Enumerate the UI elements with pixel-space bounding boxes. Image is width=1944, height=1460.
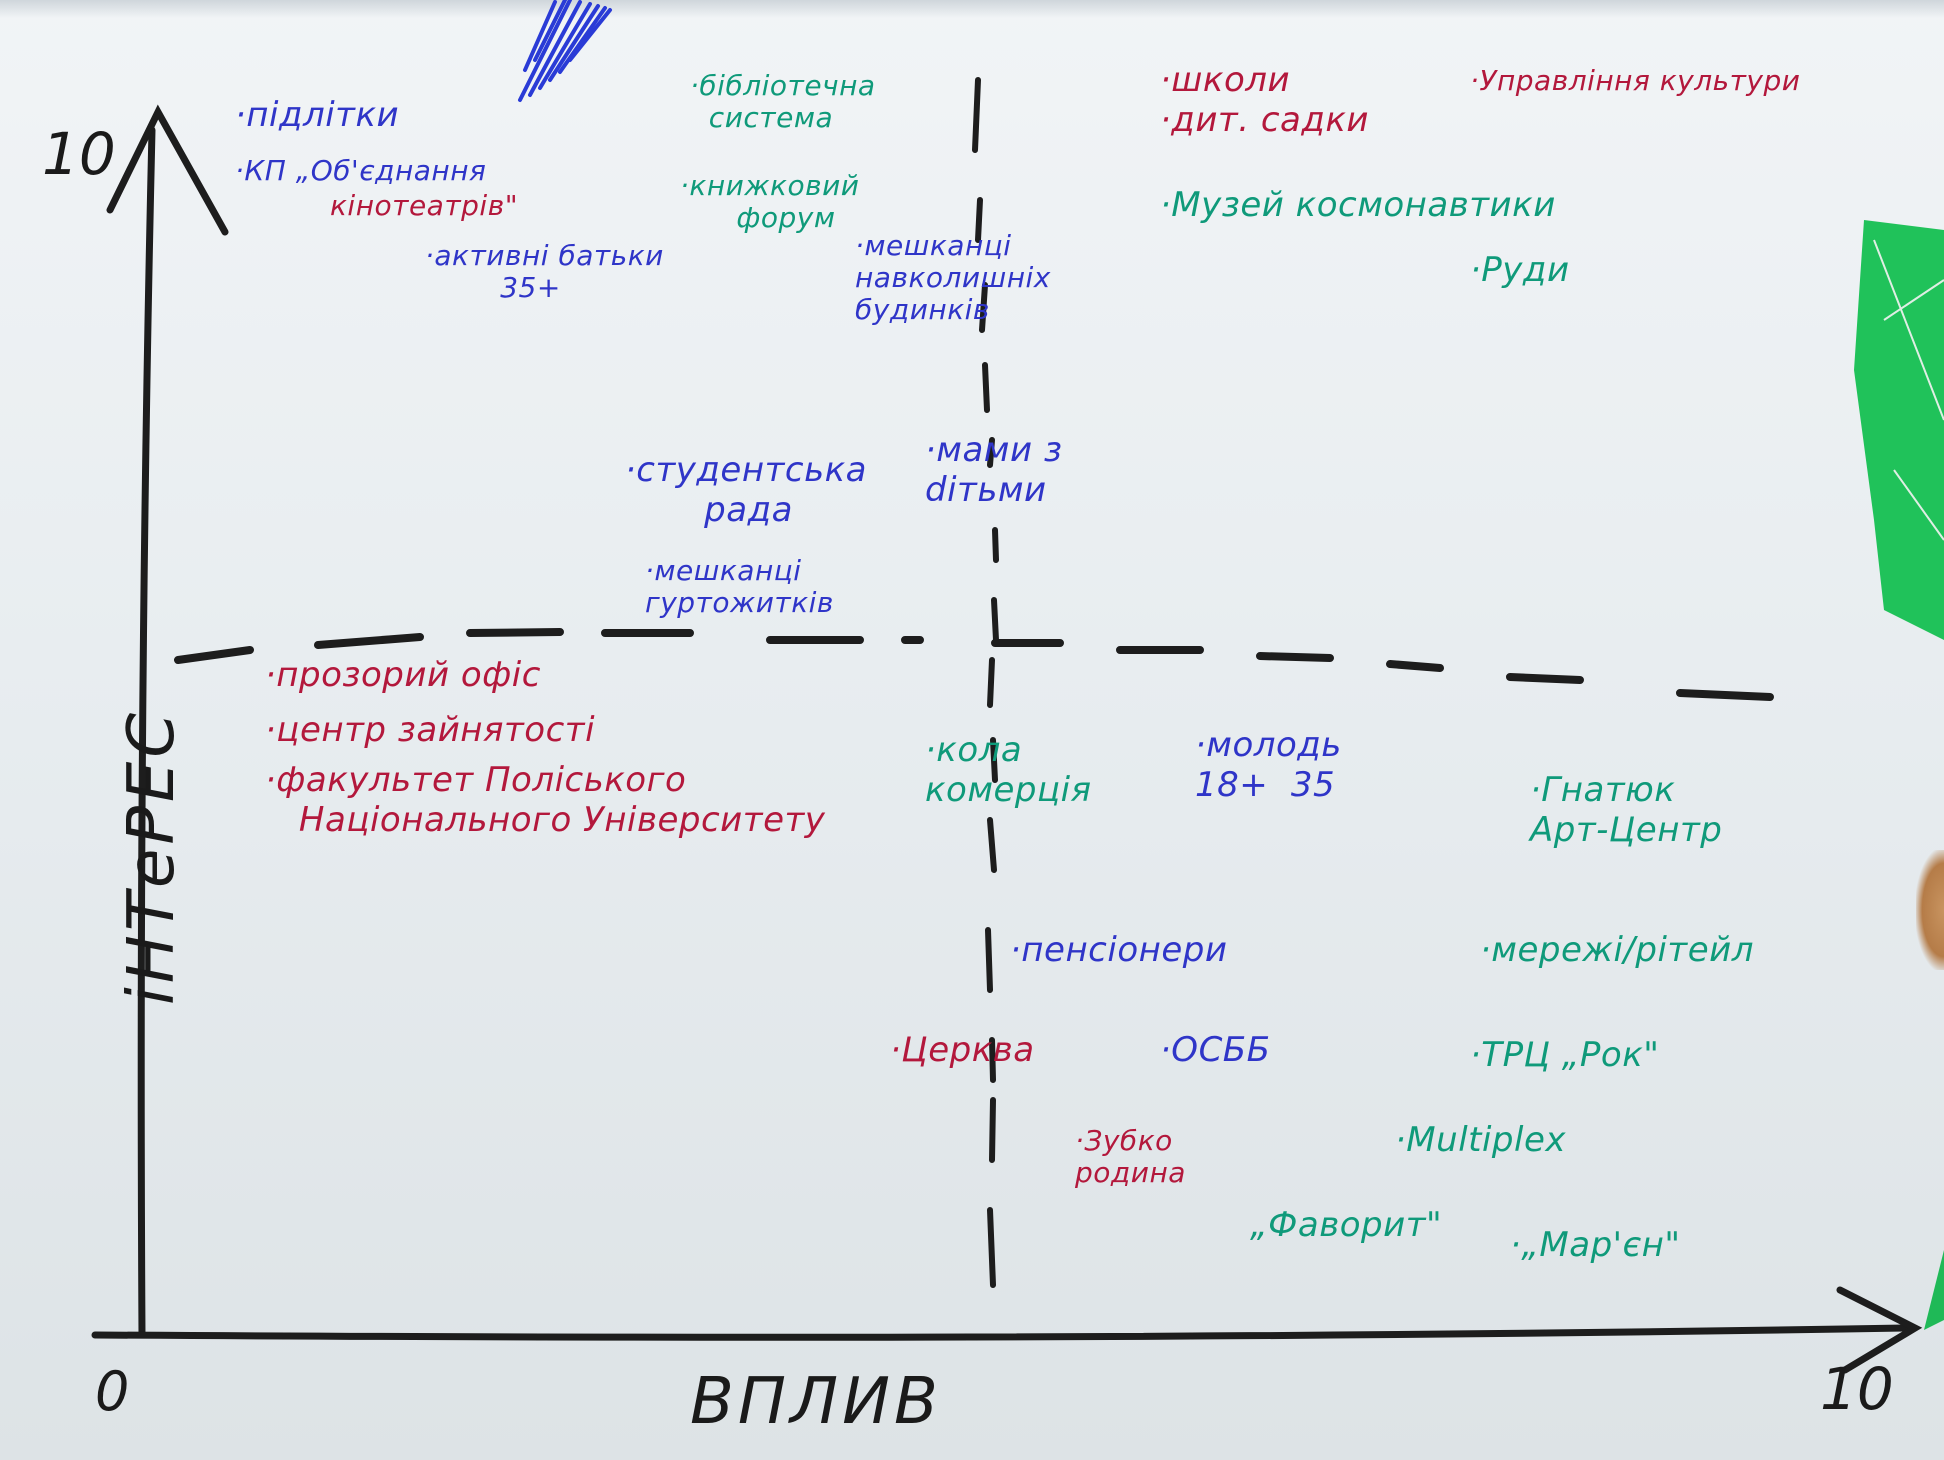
note-shkoly-sadky: ·школи ·дит. садки — [1160, 60, 1370, 140]
note-prozoryi-ofis: ·прозорий офіс — [265, 655, 541, 695]
green-sticky-note — [1854, 220, 1944, 640]
horizontal-divider — [174, 628, 1774, 701]
note-pensionery: ·пенсіонери — [1010, 930, 1228, 970]
note-upravlinnia-kultury: ·Управління культури — [1470, 64, 1801, 97]
thumb — [1916, 850, 1944, 970]
x-axis-title: ВПЛИВ — [690, 1365, 942, 1439]
green-sticky-note-edge — [1924, 1250, 1944, 1330]
x-axis-max-label: 10 — [1820, 1355, 1894, 1423]
note-osbb: ·ОСББ — [1160, 1030, 1271, 1070]
note-trts-rok: ·ТРЦ „Рок" — [1470, 1035, 1660, 1075]
x-axis-line — [91, 1324, 1909, 1341]
note-kp-line2: кінотеатрів" — [330, 189, 519, 222]
note-fakultet: ·факультет Поліського Національного Унів… — [265, 760, 826, 840]
y-axis-max-label: 10 — [42, 120, 116, 188]
note-meshkantsi-gurtozhytkiv: ·мешканці гуртожитків — [645, 554, 834, 619]
note-zubko-rodyna: ·Зубко родина — [1075, 1124, 1186, 1189]
board-top-edge — [0, 0, 1944, 18]
note-aktyvni-batky: ·активні батьки 35+ — [425, 239, 664, 304]
origin-label: 0 — [95, 1360, 130, 1423]
vertical-divider — [972, 77, 999, 1288]
note-hnatyuk-art-tsentr: ·Гнатюк Арт-Центр — [1530, 770, 1723, 850]
note-favoryt: „Фаворит" — [1250, 1205, 1443, 1245]
y-axis-line — [137, 126, 156, 1339]
note-kp-line1: ·КП „Об'єднання — [235, 154, 487, 187]
note-knyzhkovyi-forum: ·книжковий форум — [680, 169, 860, 234]
note-mariia: ·„Мар'єн" — [1510, 1225, 1681, 1265]
note-tserkva: ·Церква — [890, 1030, 1035, 1070]
note-meshkantsi-budynkiv: ·мешканці навколишніх будинків — [855, 229, 1051, 326]
x-axis-arrowhead — [1836, 1286, 1923, 1374]
y-axis-title: iНТеРЕС — [115, 708, 189, 1006]
note-kola-komertsiia: ·кола комерція — [925, 730, 1092, 810]
blue-scribble-mark — [518, 0, 612, 102]
note-merezhi-riteil: ·мережі/рітейл — [1480, 930, 1754, 970]
note-studentska-rada: ·студентська рада — [625, 450, 867, 530]
note-muzei-kosmonavtyky: ·Музей космонавтики — [1160, 185, 1556, 225]
note-biblioteka: ·бібліотечна система — [690, 69, 876, 134]
note-tsentr-zainiatosti: ·центр зайнятості — [265, 710, 596, 750]
note-rudy: ·Руди — [1470, 250, 1570, 290]
note-multiplex: ·Multiplex — [1395, 1120, 1566, 1160]
note-mamy-z-ditmy: ·мами з dітьми — [925, 430, 1063, 510]
note-pidlitky: ·підлітки — [235, 95, 400, 135]
y-axis-arrowhead — [106, 104, 229, 236]
note-molod: ·молодь 18+ 35 — [1195, 725, 1342, 805]
